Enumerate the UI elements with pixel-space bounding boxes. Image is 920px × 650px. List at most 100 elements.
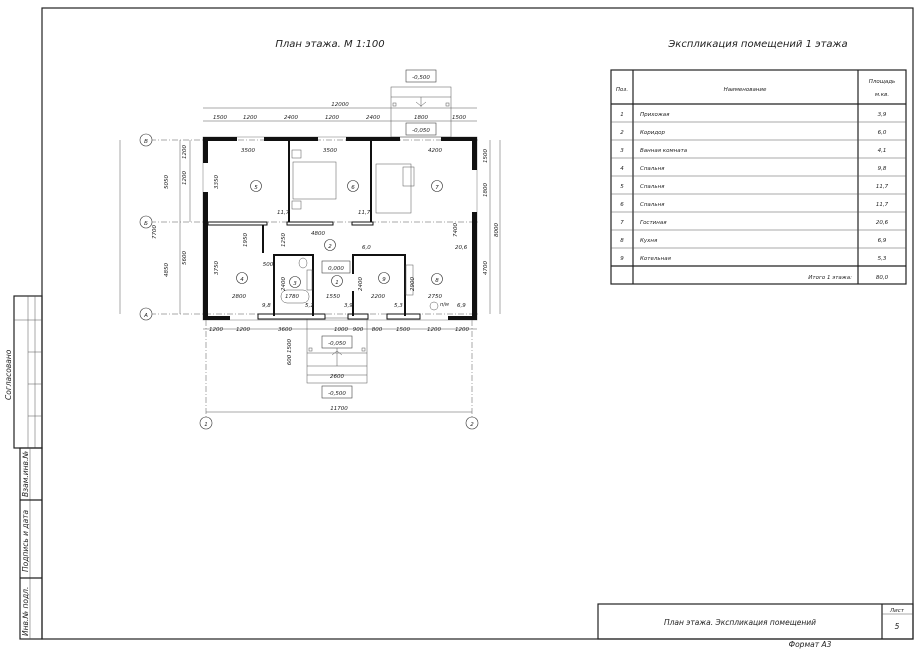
row-pos: 7 bbox=[620, 220, 624, 226]
svg-text:1200: 1200 bbox=[209, 327, 223, 333]
room-3: 3 bbox=[293, 281, 297, 287]
svg-text:1000: 1000 bbox=[334, 327, 348, 333]
area-5: 11,7 bbox=[277, 210, 290, 216]
row-pos: 1 bbox=[620, 112, 624, 118]
svg-text:1800: 1800 bbox=[414, 115, 428, 121]
svg-text:1200: 1200 bbox=[182, 145, 188, 159]
svg-text:7400: 7400 bbox=[453, 223, 459, 237]
svg-text:2900: 2900 bbox=[410, 277, 416, 291]
room-9: 9 bbox=[382, 277, 386, 283]
sheet-label: Лист bbox=[889, 608, 905, 614]
svg-text:3600: 3600 bbox=[278, 327, 292, 333]
stamp-replace-inv: Взам.инв.№ bbox=[21, 451, 30, 497]
row-pos: 6 bbox=[620, 202, 624, 208]
plan-title: План этажа. М 1:100 bbox=[275, 39, 384, 50]
row-pos: 4 bbox=[620, 166, 624, 172]
sheet-number: 5 bbox=[895, 622, 900, 631]
level-floor: 0,000 bbox=[328, 266, 344, 272]
svg-text:2200: 2200 bbox=[371, 294, 385, 300]
explication-title: Экспликация помещений 1 этажа bbox=[667, 39, 847, 50]
header-name: Наименование bbox=[724, 87, 767, 93]
kitchen-note: п/м bbox=[440, 302, 449, 308]
side-stamp: Согласовано Взам.инв.№ Подпись и дата Ин… bbox=[4, 295, 43, 640]
stamp-inv-orig: Инв.№ подл. bbox=[21, 587, 30, 636]
header-pos: Поз. bbox=[616, 87, 628, 93]
stamp-agreed: Согласовано bbox=[4, 349, 13, 400]
svg-text:800: 800 bbox=[372, 327, 383, 333]
dimensions-inner: 3500 3500 4200 4800 2800 1780 1550 2200 … bbox=[232, 148, 442, 300]
level-entry-top: -0,050 bbox=[412, 128, 430, 134]
svg-text:1200: 1200 bbox=[455, 327, 469, 333]
area-1: 3,9 bbox=[344, 303, 353, 309]
row-area: 6,9 bbox=[878, 238, 887, 244]
axis-1: 1 bbox=[204, 422, 208, 428]
area-2: 6,0 bbox=[362, 245, 371, 251]
svg-text:1500: 1500 bbox=[483, 149, 489, 163]
axis-a: А bbox=[143, 313, 148, 319]
svg-text:2400: 2400 bbox=[284, 115, 298, 121]
sheet-frame bbox=[41, 7, 914, 640]
svg-text:1780: 1780 bbox=[285, 294, 299, 300]
header-area: Площадь bbox=[869, 79, 896, 85]
svg-text:1200: 1200 bbox=[325, 115, 339, 121]
row-area: 11,7 bbox=[876, 184, 889, 190]
area-7: 20,6 bbox=[455, 245, 468, 251]
room-1: 1 bbox=[335, 280, 339, 286]
svg-text:2800: 2800 bbox=[232, 294, 246, 300]
svg-text:11700: 11700 bbox=[330, 406, 348, 412]
svg-text:600: 600 bbox=[287, 354, 293, 365]
room-7: 7 bbox=[435, 185, 439, 191]
porch-bottom bbox=[306, 317, 368, 384]
room-4: 4 bbox=[240, 277, 244, 283]
room-8: 8 bbox=[435, 278, 439, 284]
area-8: 6,9 bbox=[457, 303, 466, 309]
row-pos: 9 bbox=[620, 256, 624, 262]
row-name: Кухня bbox=[640, 238, 658, 244]
svg-text:500: 500 bbox=[263, 262, 274, 268]
row-name: Коридор bbox=[640, 130, 666, 136]
row-name: Прихожая bbox=[640, 112, 670, 118]
svg-text:4850: 4850 bbox=[164, 263, 170, 277]
total-label: Итого 1 этажа: bbox=[808, 275, 852, 281]
row-name: Спальня bbox=[640, 202, 665, 208]
axis-b: Б bbox=[144, 221, 148, 227]
axis-2: 2 bbox=[470, 422, 474, 428]
header-area-unit: м.кв. bbox=[875, 92, 889, 98]
room-6: 6 bbox=[351, 185, 355, 191]
row-name: Ванная комната bbox=[640, 148, 688, 154]
axis-v: В bbox=[144, 139, 148, 145]
format-label: Формат А3 bbox=[789, 640, 832, 649]
room-5: 5 bbox=[254, 185, 258, 191]
row-pos: 2 bbox=[620, 130, 624, 136]
svg-text:1200: 1200 bbox=[236, 327, 250, 333]
furniture bbox=[280, 149, 439, 311]
svg-text:3350: 3350 bbox=[214, 175, 220, 189]
svg-text:1500: 1500 bbox=[452, 115, 466, 121]
dimensions-top: 12000 1500 1200 2400 1200 2400 1800 1500 bbox=[213, 102, 466, 121]
svg-text:1500: 1500 bbox=[213, 115, 227, 121]
row-area: 6,0 bbox=[878, 130, 887, 136]
row-name: Спальня bbox=[640, 184, 665, 190]
level-porch-top: -0,500 bbox=[412, 75, 430, 81]
svg-text:1250: 1250 bbox=[281, 233, 287, 247]
row-area: 4,1 bbox=[878, 148, 887, 154]
svg-text:4200: 4200 bbox=[428, 148, 442, 154]
dimensions-bottom: 1200 1200 3600 1000 900 800 1500 1200 12… bbox=[209, 327, 469, 412]
dimensions-left: 1200 1200 3350 5050 7700 5600 4850 3750 bbox=[152, 145, 220, 277]
row-area: 5,3 bbox=[878, 256, 887, 262]
svg-text:1200: 1200 bbox=[427, 327, 441, 333]
svg-text:1550: 1550 bbox=[326, 294, 340, 300]
dimensions-misc: 1950 1250 500 2400 2400 2900 bbox=[243, 233, 416, 291]
svg-text:5600: 5600 bbox=[182, 251, 188, 265]
svg-text:5050: 5050 bbox=[164, 175, 170, 189]
svg-text:12000: 12000 bbox=[331, 102, 349, 108]
svg-text:2750: 2750 bbox=[428, 294, 442, 300]
level-porch-bottom: -0,500 bbox=[328, 391, 346, 397]
area-9: 5,3 bbox=[394, 303, 403, 309]
